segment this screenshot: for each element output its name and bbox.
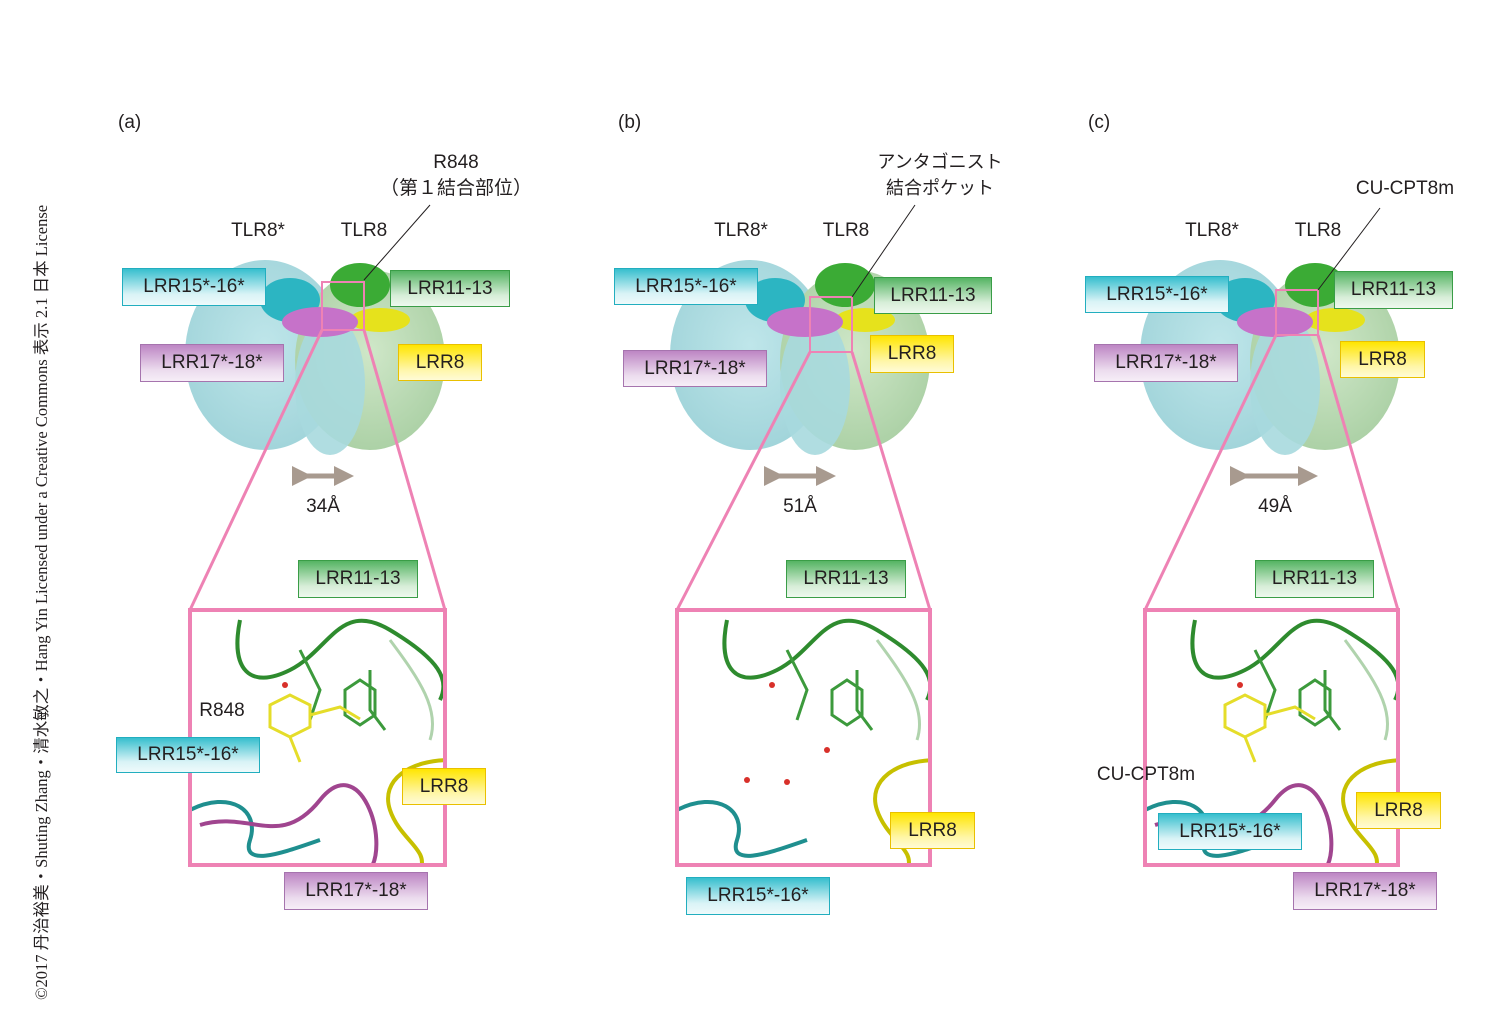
- inset-r848-label: R848: [199, 700, 245, 721]
- inset-structure: [190, 618, 445, 865]
- green-sidechains: [298, 649, 387, 731]
- lrr11-13-region: [330, 263, 390, 307]
- inset-lrr11-13-label: LRR11-13: [1255, 560, 1374, 598]
- lrr8-label: LRR8: [398, 344, 482, 381]
- zoom-region-frame: [321, 281, 365, 331]
- inset-frame: [1143, 608, 1400, 867]
- lrr11-13-label: LRR11-13: [1334, 271, 1453, 309]
- lrr11-13-label: LRR11-13: [390, 270, 510, 307]
- cu-cpt8m-annotation: CU-CPT8m: [1355, 178, 1455, 199]
- panel-a-label: (a): [118, 112, 142, 133]
- distance-label: 51Å: [783, 496, 817, 517]
- antagonist-annotation: アンタゴニスト: [877, 152, 1003, 172]
- distance-label: 49Å: [1258, 496, 1292, 517]
- zoom-region-frame: [1275, 289, 1319, 336]
- lrr15-16-label: LRR15*-16*: [1085, 276, 1229, 313]
- annotation-leader-line: [1317, 207, 1381, 291]
- lrr17-18-label: LRR17*-18*: [1094, 344, 1238, 382]
- panel-b-label: (b): [618, 112, 642, 133]
- water-molecule: [824, 747, 830, 753]
- panel-c-label: (c): [1088, 112, 1111, 133]
- water-molecule: [769, 682, 775, 688]
- lrr8-label: LRR8: [1340, 341, 1425, 378]
- faded-backbone: [875, 639, 922, 741]
- inset-frame: [675, 608, 932, 867]
- lrr11-13-backbone: [235, 618, 445, 701]
- inset-lrr15-16-label: LRR15*-16*: [116, 737, 260, 773]
- lrr8-backbone: [386, 758, 445, 865]
- tlr8-star-label: TLR8*: [714, 220, 768, 241]
- lrr8-region: [1305, 308, 1365, 332]
- lrr15-16-label: LRR15*-16*: [122, 268, 266, 306]
- zoom-region-frame: [809, 296, 853, 353]
- inset-lrr17-18-label: LRR17*-18*: [284, 872, 428, 910]
- inset-lrr8-label: LRR8: [1356, 792, 1441, 829]
- inset-lrr11-13-label: LRR11-13: [298, 560, 418, 598]
- lrr15-16-backbone: [190, 799, 321, 858]
- lrr8-region: [835, 308, 895, 332]
- inset-lrr11-13-label: LRR11-13: [786, 560, 906, 598]
- lrr17-18-label: LRR17*-18*: [140, 344, 284, 382]
- inset-lrr17-18-label: LRR17*-18*: [1293, 872, 1437, 910]
- lrr8-backbone: [1341, 758, 1398, 865]
- water-molecule: [744, 777, 750, 783]
- annotation-leader-line: [851, 204, 916, 298]
- inset-lrr8-label: LRR8: [402, 768, 486, 805]
- r848-annotation: R848: [433, 152, 479, 173]
- lrr8-backbone: [873, 758, 930, 865]
- ligand-molecule: [1223, 693, 1316, 763]
- inset-cu-cpt8m-label: CU-CPT8m: [1096, 764, 1196, 785]
- tlr8-label: TLR8: [340, 220, 388, 241]
- zoom-line: [362, 329, 447, 611]
- zoom-line: [675, 351, 812, 611]
- inset-lrr15-16-label: LRR15*-16*: [686, 877, 830, 915]
- binding-site-annotation: （第１結合部位）: [379, 178, 533, 199]
- water-molecule: [1237, 682, 1243, 688]
- lrr17-18-region: [767, 307, 843, 337]
- faded-backbone: [388, 639, 435, 741]
- lrr17-18-label: LRR17*-18*: [623, 350, 767, 387]
- zoom-line: [850, 351, 932, 611]
- lrr8-label: LRR8: [870, 335, 954, 373]
- lrr11-13-backbone: [1190, 618, 1398, 701]
- lrr11-13-region: [815, 263, 875, 307]
- green-sidechains: [785, 649, 874, 731]
- water-molecule: [784, 779, 790, 785]
- lrr17-18-backbone: [199, 783, 379, 865]
- lrr15-16-label: LRR15*-16*: [614, 268, 758, 305]
- distance-label: 34Å: [306, 496, 340, 517]
- tlr8-star-surface: [780, 315, 850, 455]
- tlr8-label: TLR8: [1294, 220, 1342, 241]
- water-molecule: [282, 682, 288, 688]
- inset-structure: [677, 618, 930, 865]
- green-sidechains: [1253, 649, 1342, 731]
- lrr11-13-label: LRR11-13: [874, 277, 992, 314]
- tlr8-label: TLR8: [822, 220, 870, 241]
- tlr8-star-label: TLR8*: [231, 220, 285, 241]
- lrr11-13-backbone: [722, 618, 930, 701]
- zoom-line: [1316, 334, 1400, 611]
- zoom-line: [188, 329, 324, 611]
- inset-lrr15-16-label: LRR15*-16*: [1158, 813, 1302, 850]
- zoom-line: [1143, 334, 1278, 611]
- pocket-annotation: 結合ポケット: [886, 178, 994, 198]
- lrr15-16-backbone: [677, 799, 808, 858]
- faded-backbone: [1343, 639, 1390, 741]
- lrr8-region: [350, 308, 410, 332]
- tlr8-star-label: TLR8*: [1185, 220, 1239, 241]
- inset-lrr8-label: LRR8: [890, 812, 975, 849]
- annotation-leader-line: [363, 204, 431, 281]
- ligand-molecule: [268, 693, 361, 763]
